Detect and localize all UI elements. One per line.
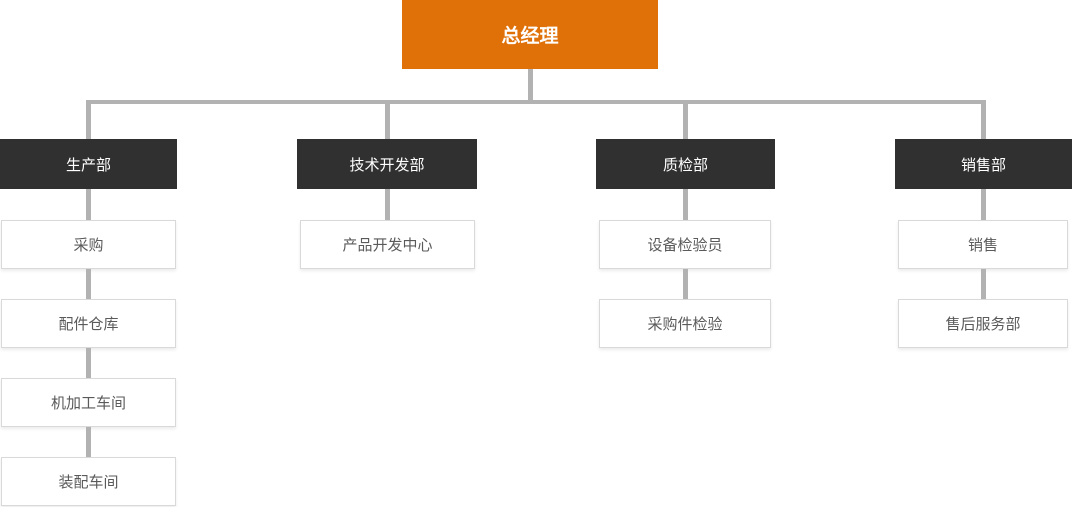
org-node-purchasing: 采购 — [1, 220, 176, 269]
org-node-after-sales-service-dept: 售后服务部 — [898, 299, 1068, 348]
connector-drop-sales — [981, 100, 986, 139]
connector-drop-production — [86, 100, 91, 139]
connector-sales-stub-1 — [981, 189, 986, 220]
connector-drop-quality-inspection — [683, 100, 688, 139]
org-node-sales-dept: 销售部 — [895, 139, 1072, 189]
connector-production-stub-3 — [86, 348, 91, 378]
org-node-parts-warehouse: 配件仓库 — [1, 299, 176, 348]
connector-production-stub-1 — [86, 189, 91, 220]
connector-quality-stub-1 — [683, 189, 688, 220]
connector-sales-stub-2 — [981, 269, 986, 299]
connector-horizontal-rail — [86, 100, 986, 104]
org-node-equipment-inspector: 设备检验员 — [599, 220, 771, 269]
org-node-tech-development-dept: 技术开发部 — [297, 139, 477, 189]
org-node-quality-inspection-dept: 质检部 — [596, 139, 775, 189]
org-node-product-development-center: 产品开发中心 — [300, 220, 475, 269]
connector-tech-stub-1 — [385, 189, 390, 220]
connector-production-stub-2 — [86, 269, 91, 299]
connector-root-stub — [528, 69, 533, 104]
org-node-general-manager: 总经理 — [402, 0, 658, 69]
connector-production-stub-4 — [86, 427, 91, 457]
org-node-production-dept: 生产部 — [0, 139, 177, 189]
org-node-purchased-parts-inspection: 采购件检验 — [599, 299, 771, 348]
org-node-sales: 销售 — [898, 220, 1068, 269]
org-node-machining-workshop: 机加工车间 — [1, 378, 176, 427]
connector-drop-tech-development — [385, 100, 390, 139]
connector-quality-stub-2 — [683, 269, 688, 299]
org-node-assembly-workshop: 装配车间 — [1, 457, 176, 506]
